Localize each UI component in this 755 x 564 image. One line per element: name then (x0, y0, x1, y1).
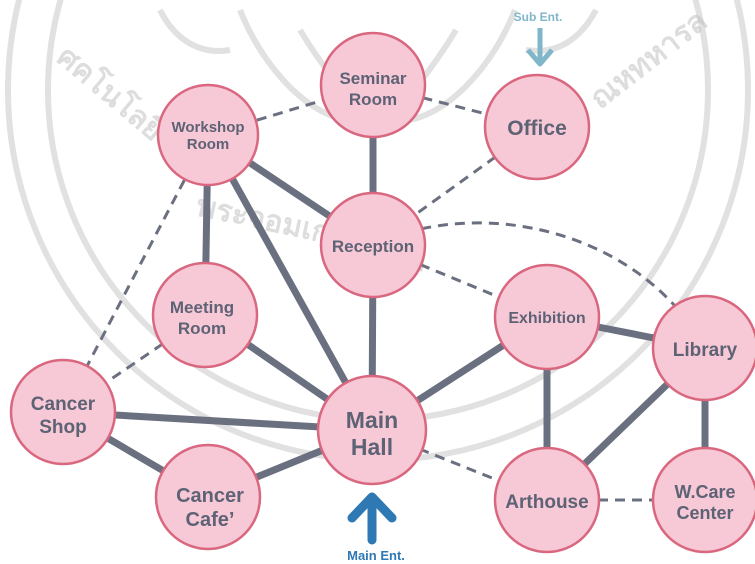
library-label: Library (673, 340, 738, 361)
node-exhibition: Exhibition (493, 263, 601, 371)
arrow-up-icon (347, 492, 397, 545)
workshop-label-line2: Room (187, 136, 230, 153)
seal-arc-text-left: ศคโนโลยี (51, 38, 172, 148)
office-label: Office (507, 117, 567, 140)
arrow-down-icon (526, 28, 554, 67)
seminar-label-line2: Room (349, 90, 397, 109)
cancer-shop-label-line2: Shop (39, 417, 87, 438)
node-cancer-cafe: Cancer Cafe’ (154, 443, 262, 551)
cancer-cafe-label-line2: Cafe’ (186, 509, 235, 531)
reception-label: Reception (332, 237, 414, 256)
cancer-cafe-label-line1: Cancer (176, 485, 244, 507)
main-hall-label-line2: Hall (351, 434, 393, 460)
node-meeting-room: Meeting Room (151, 261, 259, 369)
node-main-hall: Main Hall (316, 374, 428, 486)
seminar-label-line1: Seminar (339, 69, 406, 88)
seal-arc-text-right: ณหทหารล (584, 4, 713, 115)
node-cancer-shop: Cancer Shop (9, 358, 117, 466)
node-workshop-room: Workshop Room (156, 83, 260, 187)
link-workshop-mainhall (204, 131, 376, 434)
wcare-label-line2: Center (676, 503, 733, 523)
cancer-shop-label-line1: Cancer (31, 394, 96, 415)
node-library: Library (651, 294, 755, 402)
workshop-label-line1: Workshop (171, 119, 244, 136)
sub-entrance-label: Sub Ent. (514, 10, 563, 24)
meeting-label-line2: Room (178, 319, 226, 338)
arthouse-label: Arthouse (505, 492, 588, 513)
node-wcare-center: W.Care Center (651, 446, 755, 554)
main-entrance: Main Ent. (347, 492, 405, 563)
node-office: Office (483, 73, 591, 181)
node-seminar-room: Seminar Room (319, 31, 427, 139)
node-reception: Reception (319, 191, 427, 299)
exhibition-label: Exhibition (508, 310, 585, 327)
node-arthouse: Arthouse (493, 446, 601, 554)
wcare-label-line1: W.Care (674, 482, 735, 502)
main-entrance-label: Main Ent. (347, 548, 405, 563)
meeting-label-line1: Meeting (170, 298, 234, 317)
sub-entrance: Sub Ent. (514, 10, 563, 67)
main-hall-label-line1: Main (346, 407, 398, 433)
